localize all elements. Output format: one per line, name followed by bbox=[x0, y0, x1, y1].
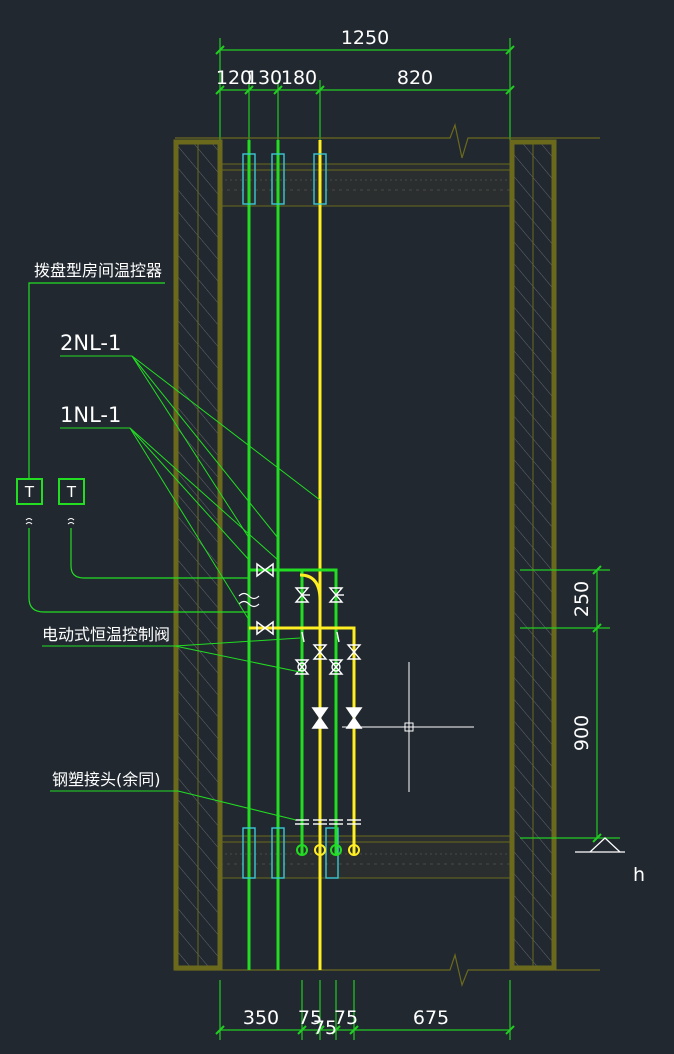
floor-slab-bottom bbox=[219, 835, 511, 879]
dim-right-250: 250 bbox=[571, 581, 593, 617]
break-lines bbox=[175, 122, 600, 987]
bottom-dimension-chain bbox=[215, 980, 515, 1040]
gate-valve-upper bbox=[256, 562, 274, 578]
flex-symbol bbox=[238, 592, 260, 608]
label-thermostat: 拨盘型房间温控器 bbox=[34, 261, 162, 280]
dim-seg-3: 180 bbox=[281, 67, 317, 89]
floor-outlets bbox=[296, 844, 360, 856]
dim-bottom-675: 675 bbox=[413, 1007, 449, 1029]
label-joint: 钢塑接头(余同) bbox=[52, 770, 161, 789]
leader-lines bbox=[42, 355, 321, 821]
branch-pipes bbox=[249, 568, 356, 855]
gate-valve-lower bbox=[256, 620, 274, 636]
level-mark bbox=[575, 837, 625, 853]
wall-left bbox=[173, 139, 223, 971]
wall-right bbox=[509, 139, 557, 971]
dim-bottom-75c: 75 bbox=[334, 1007, 358, 1029]
level-mark-label: h bbox=[633, 864, 645, 886]
dim-seg-4: 820 bbox=[397, 67, 433, 89]
top-dimension-chain bbox=[215, 38, 515, 140]
pipe-sleeves bbox=[242, 153, 339, 879]
thermostat-symbol-2: T bbox=[58, 478, 85, 525]
dim-total-width: 1250 bbox=[341, 27, 389, 49]
thermostat-wires bbox=[28, 282, 250, 613]
dim-bottom-75b: 75 bbox=[313, 1017, 337, 1039]
thermostat-symbol-label-2: T bbox=[66, 483, 77, 501]
electric-control-valves bbox=[311, 707, 363, 729]
right-dimension-chain bbox=[520, 565, 620, 843]
floor-slab-top bbox=[219, 163, 511, 207]
label-pipe-2nl: 2NL-1 bbox=[60, 331, 121, 355]
label-pipe-1nl: 1NL-1 bbox=[60, 403, 121, 427]
dim-bottom-75a: 75 bbox=[298, 1007, 322, 1029]
vertical-valves bbox=[294, 587, 362, 675]
dim-seg-1: 120 bbox=[216, 67, 252, 89]
dim-bottom-350: 350 bbox=[243, 1007, 279, 1029]
label-control-valve: 电动式恒温控制阀 bbox=[42, 625, 170, 644]
steel-plastic-joints bbox=[295, 819, 361, 825]
dim-seg-2: 130 bbox=[246, 67, 282, 89]
thermostat-symbol-1: T bbox=[16, 478, 43, 525]
thermostat-symbol-label-1: T bbox=[24, 483, 35, 501]
dim-right-900: 900 bbox=[571, 715, 593, 751]
cad-crosshair bbox=[342, 662, 474, 792]
